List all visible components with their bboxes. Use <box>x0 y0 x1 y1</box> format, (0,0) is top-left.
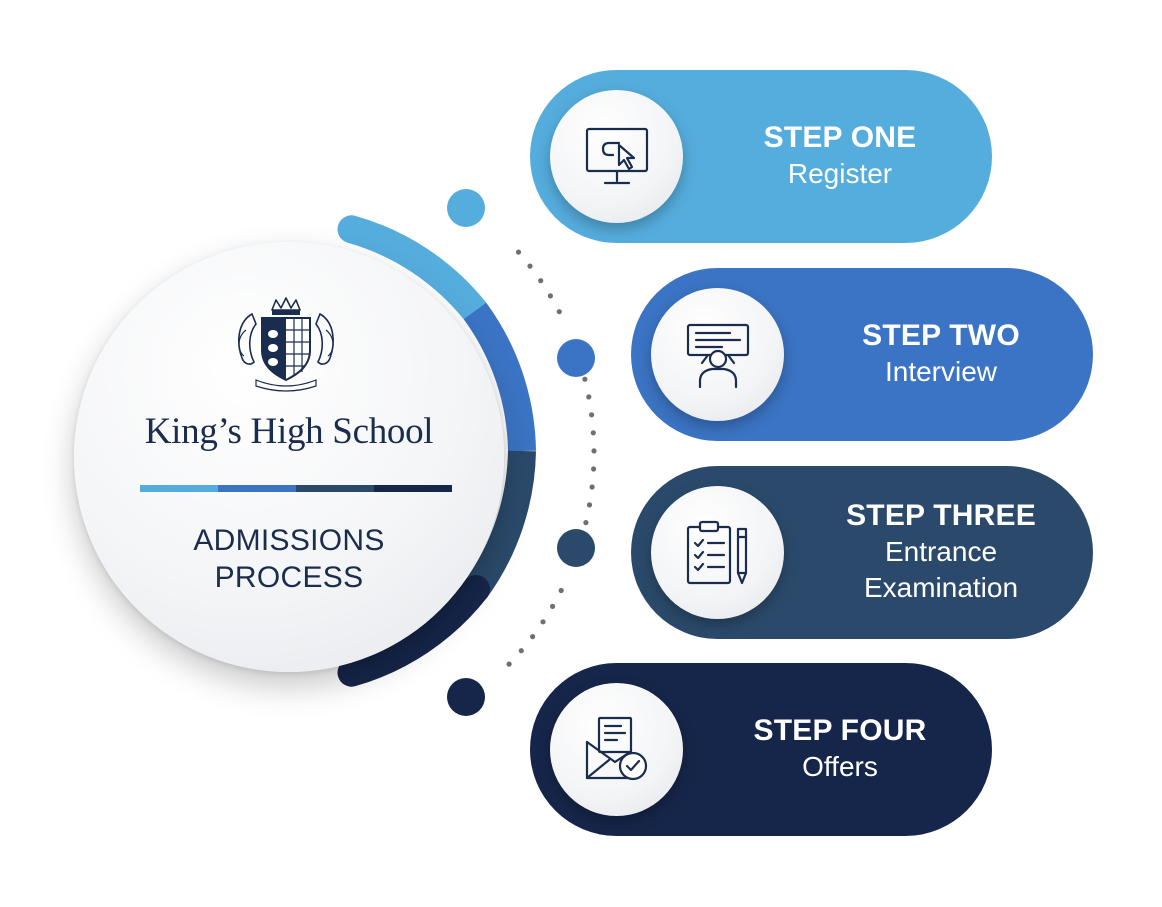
step-one-text: STEP ONE Register <box>708 120 972 192</box>
step-one-icon-disc <box>550 90 683 223</box>
school-name: King’s High School <box>144 411 434 452</box>
divider-segment-three <box>296 485 374 492</box>
connector-dot <box>538 278 544 284</box>
step-four-title: STEP FOUR <box>753 714 927 747</box>
school-crest-icon <box>238 297 334 392</box>
connector-dot <box>515 249 522 255</box>
divider-segment-one <box>140 485 218 492</box>
step-three-icon-disc <box>651 486 784 619</box>
step-four-icon-disc <box>550 683 683 816</box>
connector-dot <box>540 619 546 625</box>
process-title-line-1: ADMISSIONS <box>193 524 385 557</box>
clipboard-checklist-icon <box>686 520 748 585</box>
arc-segment-two <box>463 302 536 452</box>
arc-segment-three <box>464 450 536 598</box>
step-four-label: Offers <box>802 751 878 782</box>
arc-segment-four <box>337 575 490 687</box>
step-two-card: STEP TWO Interview <box>631 268 1093 441</box>
connector-dot <box>591 466 597 472</box>
step-three-label-line-2: Examination <box>863 572 1019 603</box>
connector-dot <box>550 603 556 610</box>
step-three-text: STEP THREE Entrance Examination <box>809 498 1073 606</box>
step-two-label: Interview <box>884 356 998 387</box>
arc-segment-one <box>337 215 489 325</box>
connector-dot <box>558 587 564 594</box>
step-three-title: STEP THREE <box>846 499 1036 532</box>
connector-dot <box>586 502 593 508</box>
connector-dot <box>591 448 597 454</box>
step-two-title: STEP TWO <box>862 319 1020 352</box>
connector-dot-two <box>557 339 595 377</box>
connector-dot <box>530 634 536 640</box>
computer-click-icon <box>585 127 649 185</box>
connector-dot-four <box>447 678 485 716</box>
connector-dot <box>590 430 596 436</box>
connector-dot <box>556 309 562 315</box>
step-one-card: STEP ONE Register <box>530 70 992 243</box>
step-one-title: STEP ONE <box>763 121 917 154</box>
connector-dot <box>506 661 512 667</box>
tricolor-divider <box>140 485 452 492</box>
step-four-card: STEP FOUR Offers <box>530 663 992 836</box>
process-title-line-2: PROCESS <box>214 561 364 594</box>
interview-presentation-icon <box>686 323 750 389</box>
connector-dot <box>582 376 588 382</box>
divider-segment-four <box>374 485 452 492</box>
step-two-text: STEP TWO Interview <box>809 318 1073 390</box>
connector-dot <box>586 394 592 400</box>
connector-dot-three <box>557 529 595 567</box>
connector-dot <box>589 484 595 490</box>
step-three-card: STEP THREE Entrance Examination <box>631 466 1093 639</box>
connector-dot <box>589 412 595 418</box>
school-badge-circle: King’s High School ADMISSIONS PROCESS <box>74 242 504 672</box>
step-two-icon-disc <box>651 288 784 421</box>
step-four-text: STEP FOUR Offers <box>708 713 972 785</box>
connector-dot-one <box>447 189 485 227</box>
divider-segment-two <box>218 485 296 492</box>
connector-dot <box>583 520 589 526</box>
connector-dot <box>518 648 524 654</box>
step-one-label: Register <box>787 158 893 189</box>
envelope-check-icon <box>585 716 648 781</box>
connector-dot <box>547 293 554 299</box>
step-three-label-line-1: Entrance <box>884 536 998 567</box>
process-title: ADMISSIONS PROCESS <box>74 522 504 596</box>
connector-dot <box>527 263 533 269</box>
